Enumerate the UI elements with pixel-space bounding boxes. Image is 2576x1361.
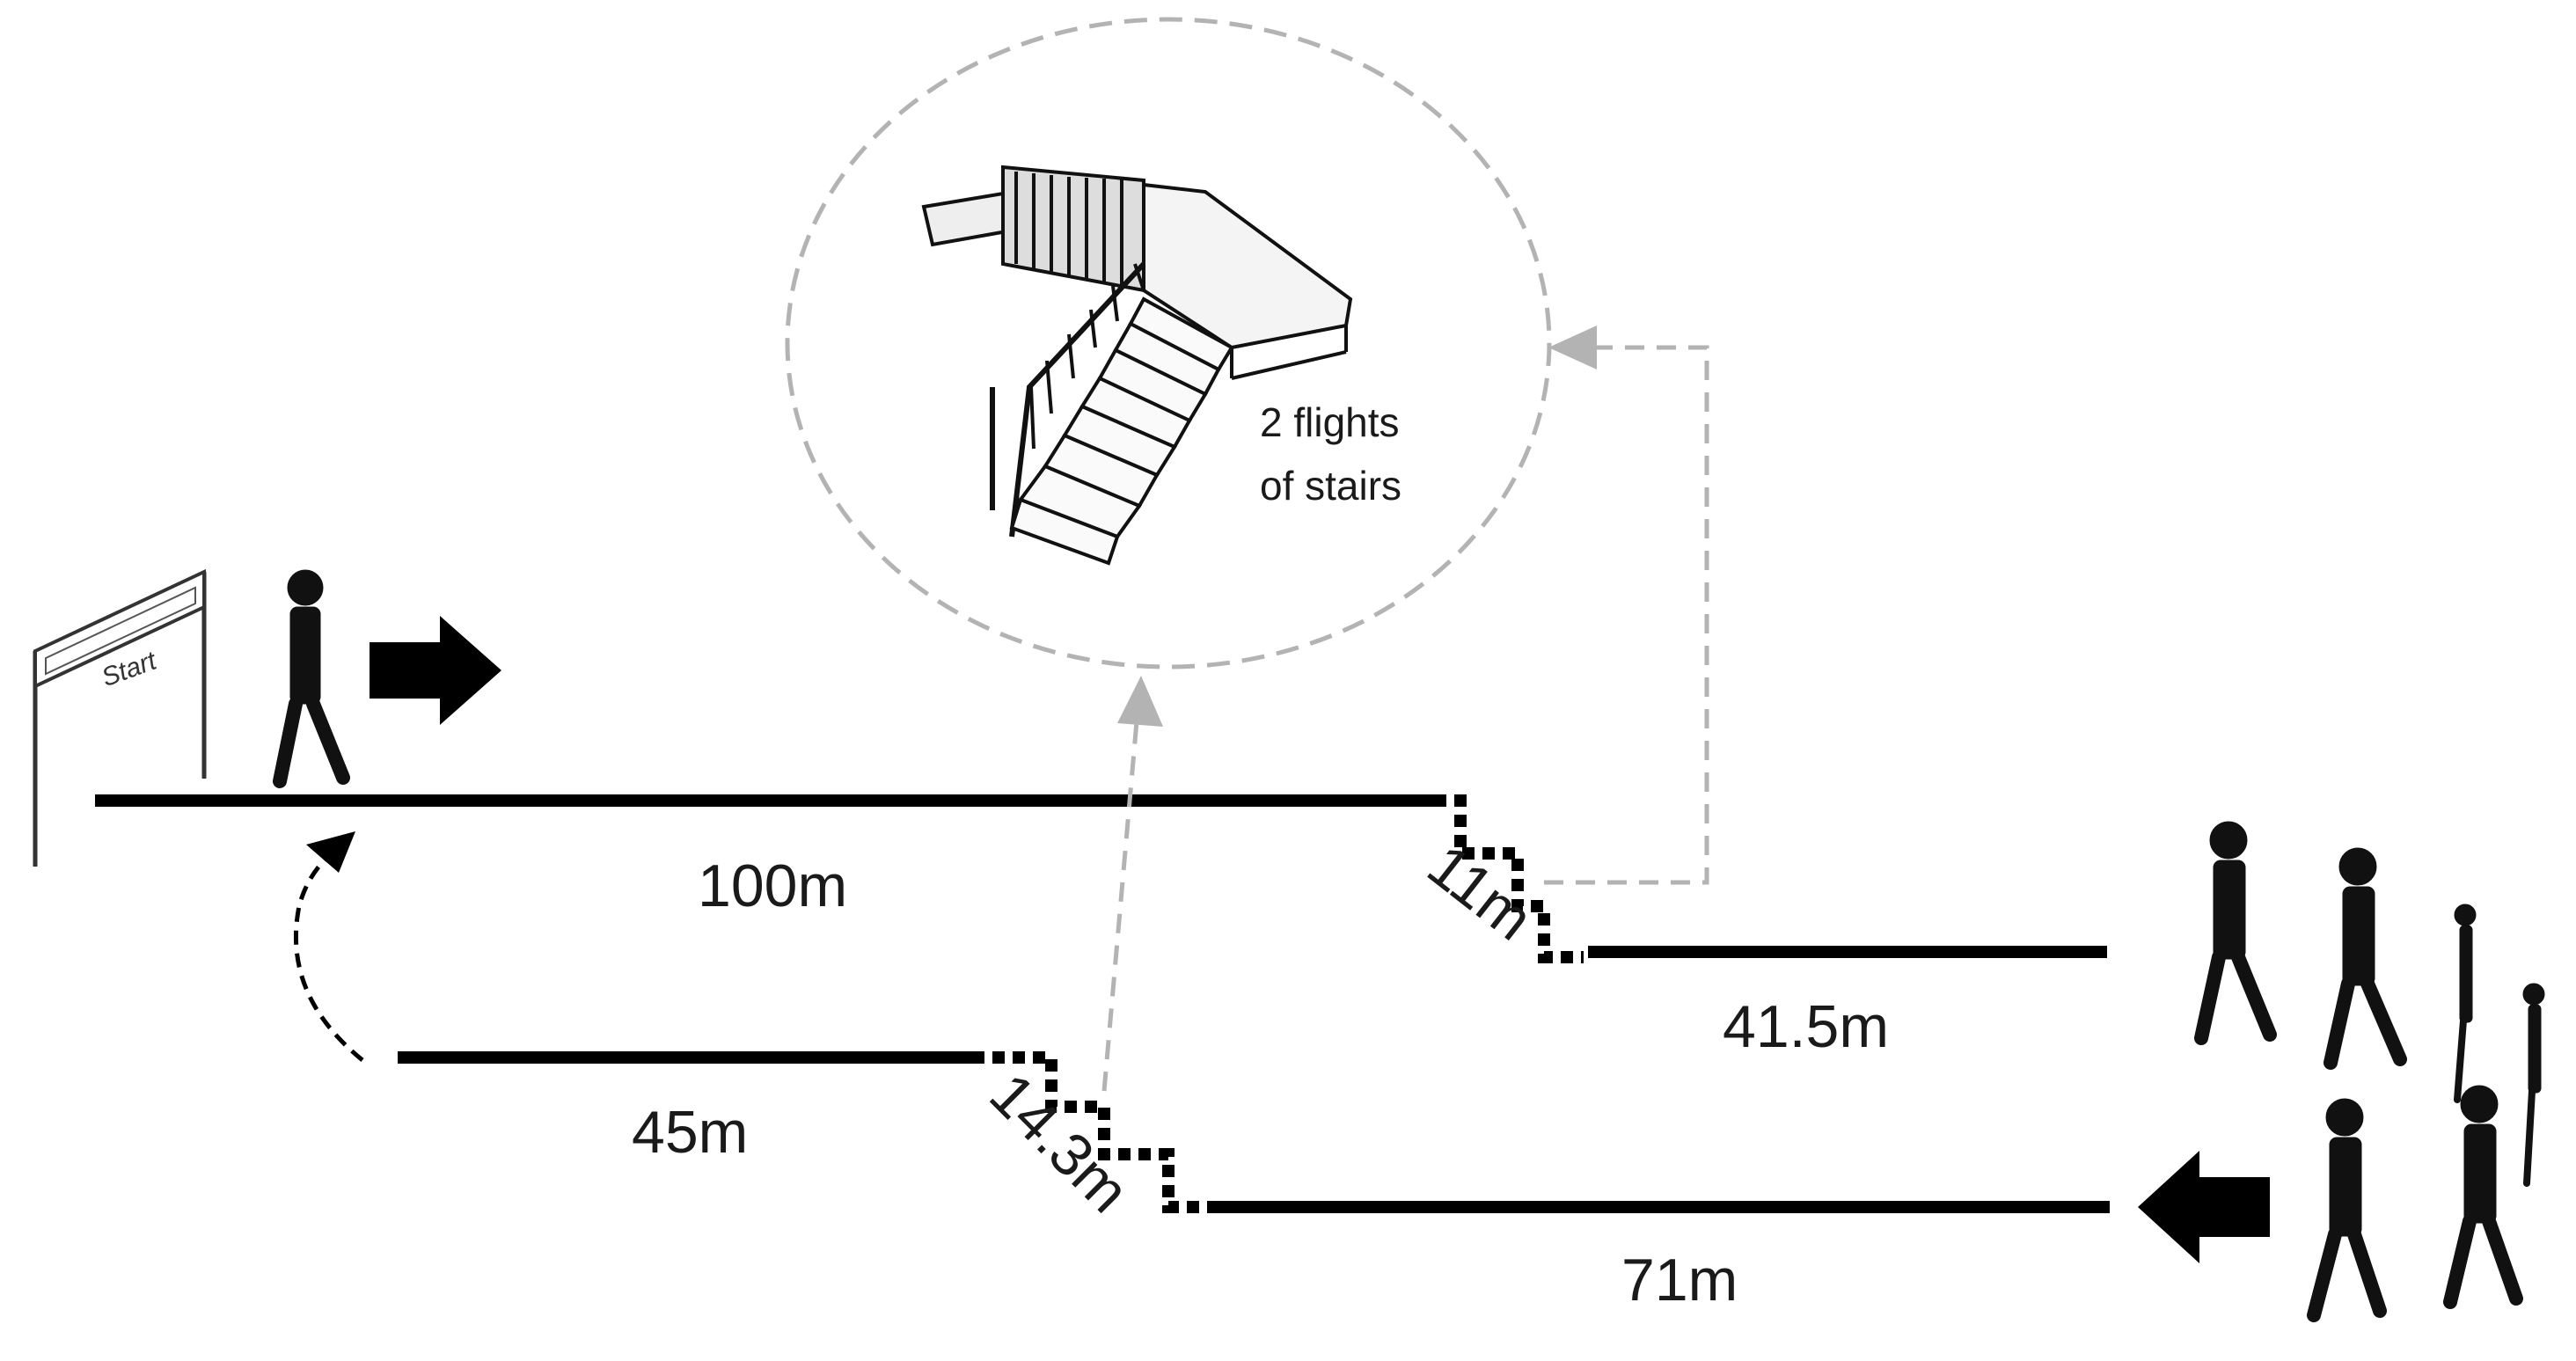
label-11m: 11m — [1416, 831, 1545, 953]
walker-icon — [2522, 983, 2545, 1187]
staircase-icon — [921, 165, 1353, 566]
guide-arrow-up — [1101, 721, 1139, 1092]
label-71m: 71m — [1621, 1247, 1738, 1313]
walker-group — [2194, 821, 2545, 1322]
stairs-11m — [1434, 794, 1584, 963]
walker-icon — [2443, 1085, 2523, 1309]
label-45m: 45m — [632, 1099, 748, 1166]
arrow-right-icon — [370, 616, 501, 725]
walker-icon — [2324, 847, 2407, 1070]
walker-icon — [273, 569, 350, 788]
label-41-5m: 41.5m — [1723, 993, 1889, 1060]
guide-arrow-up-head — [1117, 676, 1163, 727]
walker-icon — [2194, 821, 2277, 1045]
stairs-circle — [785, 17, 1552, 670]
return-curve-arrow — [293, 840, 364, 1062]
guide-arrow-right-head — [1548, 326, 1597, 370]
start-sign: Start — [33, 568, 207, 867]
label-14-3m: 14.3m — [977, 1061, 1142, 1226]
return-curve-arrowhead — [306, 831, 355, 873]
walker-icon — [2454, 904, 2477, 1103]
walker-icon — [2307, 1098, 2387, 1322]
guide-arrow-right — [1544, 345, 1709, 885]
stairs-label-line1: 2 flights — [1260, 399, 1400, 445]
arrow-left-icon — [2138, 1151, 2270, 1263]
label-100m: 100m — [698, 852, 847, 919]
stairs-14-3m — [972, 1051, 1218, 1213]
stairs-label-line2: of stairs — [1260, 463, 1401, 509]
